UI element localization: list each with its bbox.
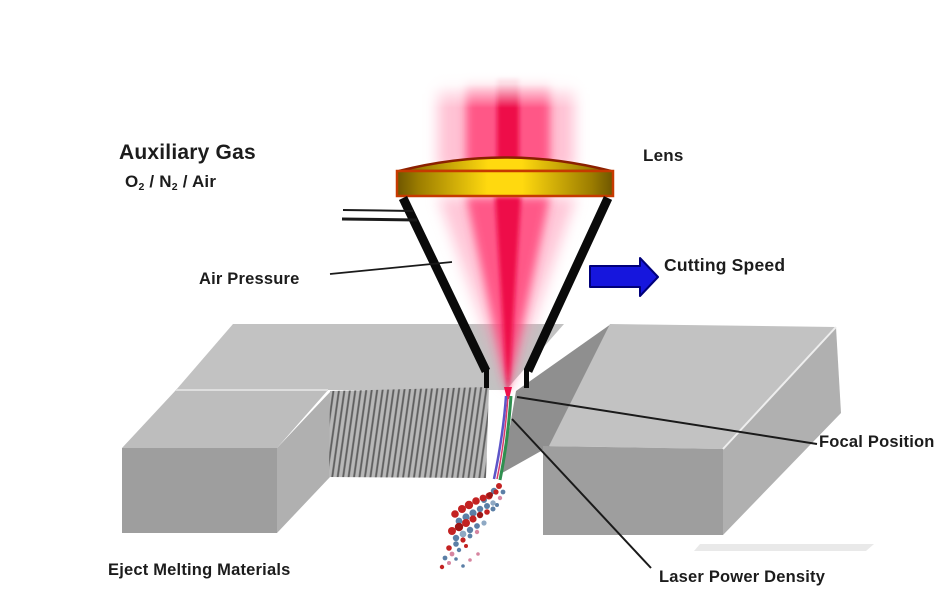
kerf-line-green [498,395,513,481]
air-pressure-pointer-line [329,261,453,275]
kerf-line-purple [492,395,508,480]
gas-inlet-line-upper [342,209,414,212]
lens-label: Lens [643,146,684,165]
beam-focal-tip [504,387,512,399]
eject-melting-materials-label: Eject Melting Materials [108,561,291,579]
nozzle-tip-right [524,369,529,388]
laser-power-density-label: Laser Power Density [659,568,826,586]
cut-striation-face [329,387,489,478]
auxiliary-gas-label: Auxiliary Gas [119,141,256,164]
lens-dome [398,156,612,173]
nozzle-left-wall [398,196,491,373]
molten-spray-particles [439,483,506,570]
kerf-melt-lines [492,395,513,481]
lens-band [395,169,615,198]
workpiece [122,324,874,551]
auxiliary-gas-composition-label: O2 / N2 / Air [125,172,217,193]
right-block-front-face [543,446,723,535]
right-block-cut-face [502,324,611,473]
focal-position-label: Focal Position [819,433,935,451]
nozzle-tip-left [484,369,489,388]
cutting-speed-arrow-icon [589,257,659,297]
laser-beam [420,60,600,399]
laser-power-density-pointer-line [511,418,652,569]
front-cube-top-face [122,390,328,448]
beam-core-cone [495,197,521,389]
focal-position-pointer-line [516,396,818,445]
ground-shadow [694,544,874,551]
front-cube-front-face [122,448,277,533]
gas-inlet-line-lower [341,217,418,222]
right-block-right-face [723,327,841,535]
front-cube-right-face [277,392,330,533]
right-block-edge-highlight [722,326,837,450]
beam-top-fade [420,60,600,110]
nozzle-right-wall [523,196,613,373]
annotation-lines [329,209,818,569]
focusing-lens [395,156,615,198]
nozzle-cone [398,196,613,388]
air-pressure-label: Air Pressure [199,270,300,288]
kerf-line-red [496,395,509,480]
cutting-speed-label: Cutting Speed [664,255,786,275]
right-block-top-face [549,324,836,449]
